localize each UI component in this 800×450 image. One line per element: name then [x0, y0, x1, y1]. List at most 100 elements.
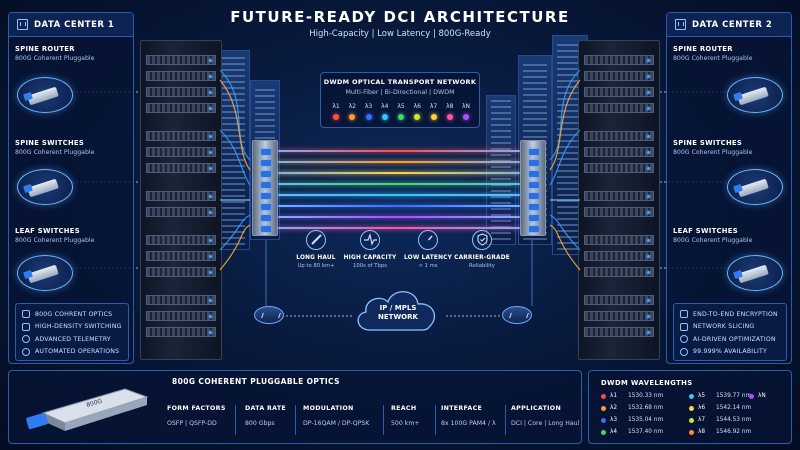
ruler-icon — [306, 230, 326, 250]
data-center-2-features: END-TO-END ENCRYPTION NETWORK SLICING AI… — [673, 303, 787, 361]
tier-leaf-switches: LEAF SWITCHES 800G Coherent Pluggable — [673, 227, 787, 244]
pluggable-module-icon: 800G — [26, 388, 149, 431]
kpi-sub: Reliability — [469, 263, 495, 269]
wavelength-item: λN — [749, 393, 776, 399]
kpi-long-haul: LONG HAUL Up to 80 km+ — [286, 230, 346, 269]
wavelength-dot — [689, 405, 694, 411]
lambda-dot — [365, 114, 372, 120]
page-title: FUTURE-READY DCI ARCHITECTURE — [230, 8, 570, 26]
tier-sub: 800G Coherent Pluggable — [673, 55, 753, 62]
cloud-icon — [357, 291, 435, 331]
wavelength-dot — [601, 429, 606, 435]
tier-sub: 800G Coherent Pluggable — [673, 237, 753, 244]
optics-panel: 800G 800G COHERENT PLUGGABLE OPTICS FORM… — [8, 370, 582, 444]
wavelength-dot — [601, 405, 606, 411]
lock-icon — [680, 310, 688, 319]
wavelength-dot — [689, 417, 694, 423]
tier-sub: 800G Coherent Pluggable — [15, 55, 95, 62]
availability-icon — [680, 347, 688, 356]
pluggable-module-icon — [727, 255, 783, 291]
tier-leaf-switches: LEAF SWITCHES 800G Coherent Pluggable — [15, 227, 129, 244]
feature-item: 800G COHRENT OPTICS — [22, 308, 122, 321]
kpi-title: LONG HAUL — [296, 255, 336, 261]
tier-spine-router: SPINE ROUTER 800G Coherent Pluggable — [15, 45, 129, 62]
tier-title: SPINE ROUTER — [15, 45, 75, 53]
feature-item: AI-DRIVEN OPTIMIZATION — [680, 333, 780, 346]
feature-item: END-TO-END ENCRYPTION — [680, 308, 780, 321]
wavelength-beam — [278, 194, 520, 196]
chip-icon — [22, 310, 30, 319]
lambda-dot — [349, 114, 356, 120]
dwdm-network-box: DWDM OPTICAL TRANSPORT NETWORK Multi-Fib… — [320, 72, 480, 128]
telemetry-icon — [22, 335, 30, 344]
data-center-1-header: DATA CENTER 1 — [9, 13, 133, 37]
pluggable-module-icon — [17, 169, 73, 205]
server-rack-left — [140, 40, 222, 360]
gauge-icon — [418, 230, 438, 250]
data-center-1-title: DATA CENTER 1 — [34, 19, 115, 30]
feature-item: AUTOMATED OPERATIONS — [22, 346, 122, 359]
lambda-label: λ6 — [410, 103, 424, 120]
tier-sub: 800G Coherent Pluggable — [15, 237, 95, 244]
cloud-line-1: IP / MPLS — [379, 304, 417, 312]
feature-item: HIGH-DENSITY SWITCHING — [22, 321, 122, 334]
tier-title: SPINE SWITCHES — [673, 139, 743, 147]
wavelength-dot — [689, 429, 694, 435]
page-subtitle: High-Capacity | Low Latency | 800G-Ready — [309, 29, 491, 39]
router-icon — [254, 306, 284, 324]
kpi-high-capacity: HIGH CAPACITY 100s of Tbps — [340, 230, 400, 269]
data-center-2-panel: DATA CENTER 2 SPINE ROUTER 800G Coherent… — [666, 12, 792, 364]
lambda-dot — [446, 114, 453, 120]
tier-title: LEAF SWITCHES — [15, 227, 80, 235]
router-icon — [502, 306, 532, 324]
tier-spine-switches: SPINE SWITCHES 800G Coherent Pluggable — [673, 139, 787, 156]
tier-title: SPINE ROUTER — [673, 45, 733, 53]
module-label: 800G — [86, 398, 104, 409]
lambda-dot — [333, 114, 339, 120]
kpi-carrier-grade: CARRIER-GRADE Reliability — [452, 230, 512, 269]
switch-icon — [22, 322, 30, 331]
cloud-line-2: NETWORK — [378, 313, 418, 321]
building-icon — [17, 19, 28, 30]
feature-item: NETWORK SLICING — [680, 321, 780, 334]
dwdm-title: DWDM OPTICAL TRANSPORT NETWORK — [323, 78, 477, 86]
data-center-2-title: DATA CENTER 2 — [692, 19, 773, 30]
wavelength-beam — [278, 161, 520, 163]
mux-left — [252, 140, 278, 236]
gear-icon — [22, 347, 30, 356]
tier-sub: 800G Coherent Pluggable — [15, 149, 95, 156]
pluggable-module-icon — [727, 77, 783, 113]
lambda-label: λN — [459, 103, 473, 120]
lambda-label: λ8 — [443, 103, 457, 120]
tier-title: SPINE SWITCHES — [15, 139, 85, 147]
lambda-label: λ5 — [394, 103, 408, 120]
mux-right — [520, 140, 546, 236]
lambda-dot — [463, 114, 469, 120]
kpi-sub: Up to 80 km+ — [297, 263, 335, 269]
wavelength-dot — [601, 393, 606, 399]
pluggable-module-icon — [17, 77, 73, 113]
lambda-label: λ1 — [329, 103, 343, 120]
feature-item: ADVANCED TELEMETRY — [22, 333, 122, 346]
pulse-icon — [360, 230, 380, 250]
data-center-2-header: DATA CENTER 2 — [667, 13, 791, 37]
pluggable-module-icon — [727, 169, 783, 205]
feature-item: 99.999% AVAILABILITY — [680, 346, 780, 359]
data-center-1-features: 800G COHRENT OPTICS HIGH-DENSITY SWITCHI… — [15, 303, 129, 361]
wavelength-beam — [278, 205, 520, 207]
ai-icon — [680, 335, 688, 344]
tier-title: LEAF SWITCHES — [673, 227, 738, 235]
ip-mpls-cloud: IP / MPLS NETWORK — [350, 282, 446, 338]
